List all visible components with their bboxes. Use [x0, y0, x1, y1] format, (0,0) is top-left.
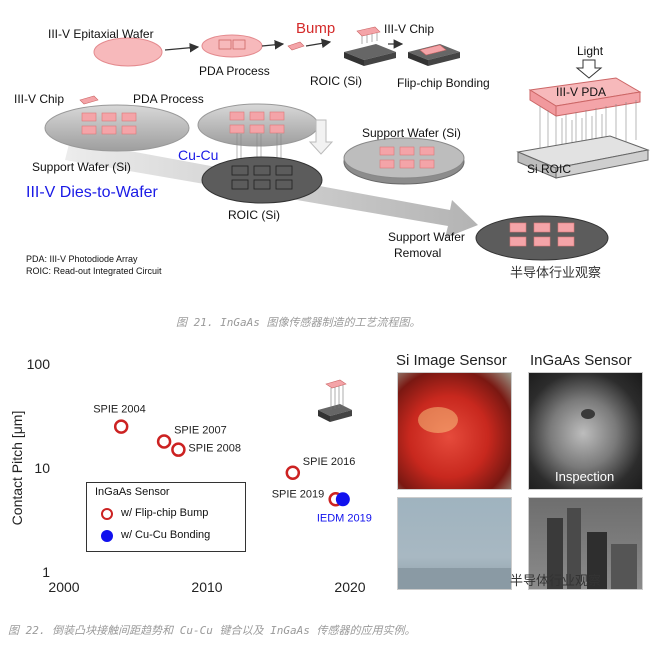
roic-block-left [364, 52, 396, 66]
label-support-wafer-left: Support Wafer (Si) [32, 160, 131, 174]
label-removal-2: Removal [394, 246, 442, 260]
process-flow-diagram [44, 26, 650, 261]
pitch-trend-chart: 1 10 100 2000 2010 2020 Contact Pitch [μm] SPIE… [9, 356, 372, 595]
chip-with-bumps [356, 26, 381, 37]
legend-label-cu-cu: w/ Cu-Cu Bonding [121, 529, 211, 541]
label-support-wafer-right: Support Wafer (Si) [362, 126, 461, 140]
label-si-roic: Si ROIC [527, 162, 572, 176]
y-tick-label: 10 [34, 460, 50, 476]
arrow-2 [261, 40, 285, 50]
data-point-cu-cu [335, 492, 350, 507]
y-axis-label: Contact Pitch [μm] [9, 411, 25, 526]
legend-roic: ROIC: Read-out Integrated Circuit [26, 266, 162, 276]
data-label: IEDM 2019 [317, 512, 372, 524]
legend-label-flip-chip: w/ Flip-chip Bump [121, 507, 209, 519]
data-label: SPIE 2008 [188, 443, 241, 455]
light-arrow [575, 59, 603, 79]
x-tick-label: 2010 [191, 579, 222, 595]
label-cu-cu: Cu-Cu [178, 147, 219, 163]
chip-small [287, 41, 305, 51]
data-point-flip-chip [156, 434, 172, 449]
label-roic-top: ROIC (Si) [310, 74, 362, 88]
pda-wafer [201, 34, 263, 58]
data-point-flip-chip [171, 442, 186, 457]
data-label: SPIE 2004 [93, 404, 146, 416]
watermark-fig22: 半导体行业观察 [510, 574, 602, 589]
si-roic-block [555, 149, 649, 179]
flip-chip-bonded [419, 44, 447, 56]
label-pda-process-mid: PDA Process [133, 92, 204, 106]
header-ingaas-sensor: InGaAs Sensor [530, 352, 632, 369]
label-light: Light [577, 44, 604, 58]
label-pda-box: III-V PDA [556, 85, 607, 99]
caption-fig22: 图 22. 倒装凸块接触间距趋势和 Cu-Cu 键合以及 InGaAs 传感器的… [8, 624, 416, 637]
watermark-fig21: 半导体行业观察 [510, 266, 602, 281]
data-point-flip-chip [113, 419, 129, 434]
label-bump: Bump [296, 20, 336, 37]
label-pda-process-top: PDA Process [199, 64, 270, 78]
photo-ingaas-city [528, 497, 643, 590]
data-label: SPIE 2007 [174, 424, 227, 436]
chart-legend: InGaAs Sensor w/ Flip-chip Bump w/ Cu-Cu… [86, 482, 246, 552]
photo-si-city [397, 497, 512, 590]
legend-pda: PDA: III-V Photodiode Array [26, 254, 138, 264]
label-removal-1: Support Wafer [388, 230, 465, 244]
legend-title: InGaAs Sensor [95, 486, 170, 498]
chip-left [79, 95, 99, 105]
caption-fig21: 图 21. InGaAs 图像传感器制造的工艺流程图。 [176, 316, 421, 329]
photo-ingaas-apple: Inspection [528, 372, 643, 490]
bond-down-arrow [308, 119, 334, 155]
support-wafer-left [44, 104, 190, 152]
label-flip-chip: Flip-chip Bonding [397, 76, 490, 90]
flip-chip-icon [318, 379, 352, 422]
photo-si-apple [397, 372, 512, 490]
y-tick-label: 1 [42, 564, 50, 580]
arrow-1 [164, 42, 200, 53]
header-si-sensor: Si Image Sensor [396, 352, 507, 369]
label-inspection: Inspection [555, 469, 615, 484]
label-chip-top: III-V Chip [384, 22, 435, 36]
y-tick-label: 100 [27, 356, 51, 372]
x-tick-label: 2020 [334, 579, 365, 595]
label-chip-left: III-V Chip [14, 92, 65, 106]
x-tick-label: 2000 [48, 579, 79, 595]
arrow-3 [305, 38, 332, 49]
label-epi-wafer: III-V Epitaxial Wafer [48, 27, 154, 41]
legend-marker-flip-chip [101, 508, 113, 520]
label-roic-mid: ROIC (Si) [228, 208, 280, 222]
data-point-flip-chip [285, 465, 301, 481]
epitaxial-wafer [93, 37, 163, 67]
data-label: SPIE 2016 [303, 456, 356, 468]
label-dies-to-wafer: III-V Dies-to-Wafer [26, 184, 158, 201]
legend-marker-cu-cu [101, 530, 113, 542]
data-label: SPIE 2019 [272, 488, 325, 500]
iii-v-pda-box [555, 91, 641, 117]
